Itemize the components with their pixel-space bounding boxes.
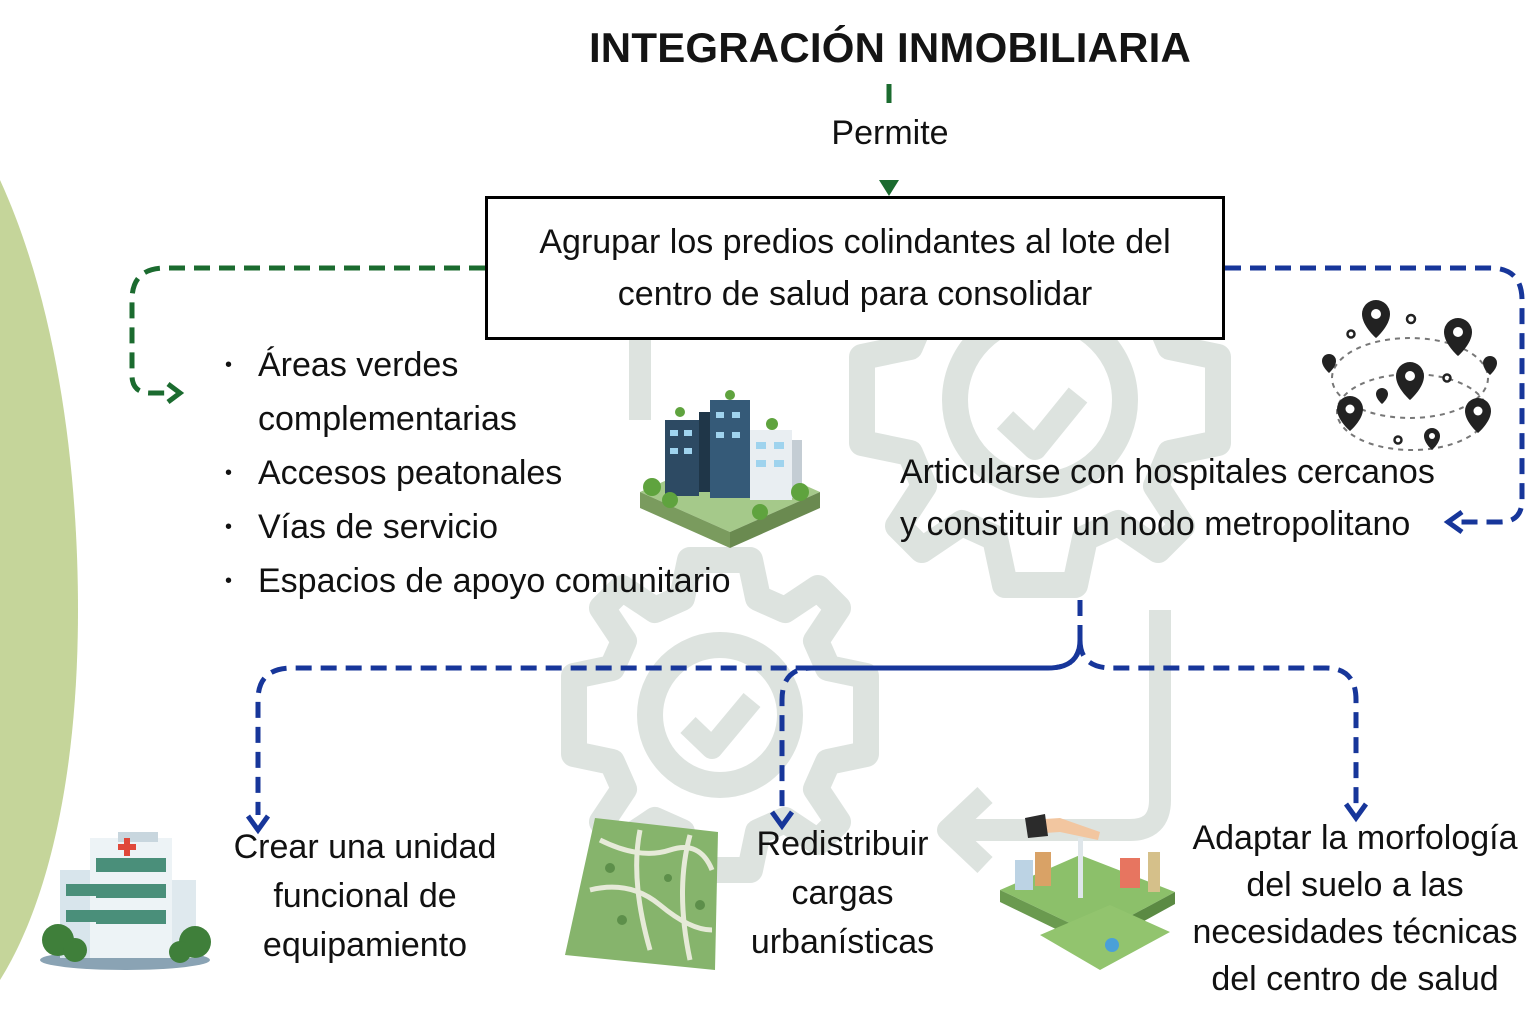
urban-planning-hand-icon (1000, 814, 1175, 970)
articulate-node-text: Articularse con hospitales cercanos y co… (900, 453, 1435, 543)
benefit-text: Vías de servicio (258, 508, 498, 546)
leaf-functional-unit: Crear una unidad funcional de equipamien… (233, 828, 497, 964)
benefits-list: Áreas verdes complementarias Accesos pea… (213, 338, 853, 608)
main-objective-box: Agrupar los predios colindantes al lote … (485, 196, 1225, 340)
benefit-item: Espacios de apoyo comunitario (213, 554, 853, 608)
benefit-text: Áreas verdes complementarias (258, 346, 517, 438)
diagram-title: INTEGRACIÓN INMOBILIARIA (588, 24, 1192, 71)
benefit-item: Áreas verdes complementarias (213, 338, 853, 446)
hospital-building-icon (40, 832, 211, 970)
side-panel-arc (0, 180, 78, 980)
blue-branch-connectors (255, 600, 1359, 815)
blue-arrowhead-right-branch-icon (1343, 802, 1369, 823)
benefit-text: Espacios de apoyo comunitario (258, 562, 731, 600)
leaf-adapt-morphology: Adaptar la morfología del suelo a las ne… (1192, 819, 1518, 998)
blue-arrowhead-middle-icon (769, 810, 795, 831)
benefit-item: Accesos peatonales (213, 446, 853, 500)
location-pins-network-icon (1322, 300, 1497, 451)
land-parcels-map-icon (565, 818, 718, 970)
benefit-item: Vías de servicio (213, 500, 853, 554)
blue-arrowhead-right-icon (1443, 509, 1464, 535)
main-objective-text: Agrupar los predios colindantes al lote … (539, 223, 1171, 313)
blue-arrowhead-left-icon (245, 814, 271, 835)
green-dashed-connector (129, 265, 485, 396)
green-arrowhead-icon (166, 382, 185, 404)
leaf-redistribute-loads: Redistribuir cargas urbanísticas (750, 825, 935, 961)
permite-arrow-icon (879, 180, 899, 196)
permite-label: Permite (831, 114, 949, 152)
blue-dashed-connector-right (1225, 265, 1525, 525)
benefit-text: Accesos peatonales (258, 454, 563, 492)
